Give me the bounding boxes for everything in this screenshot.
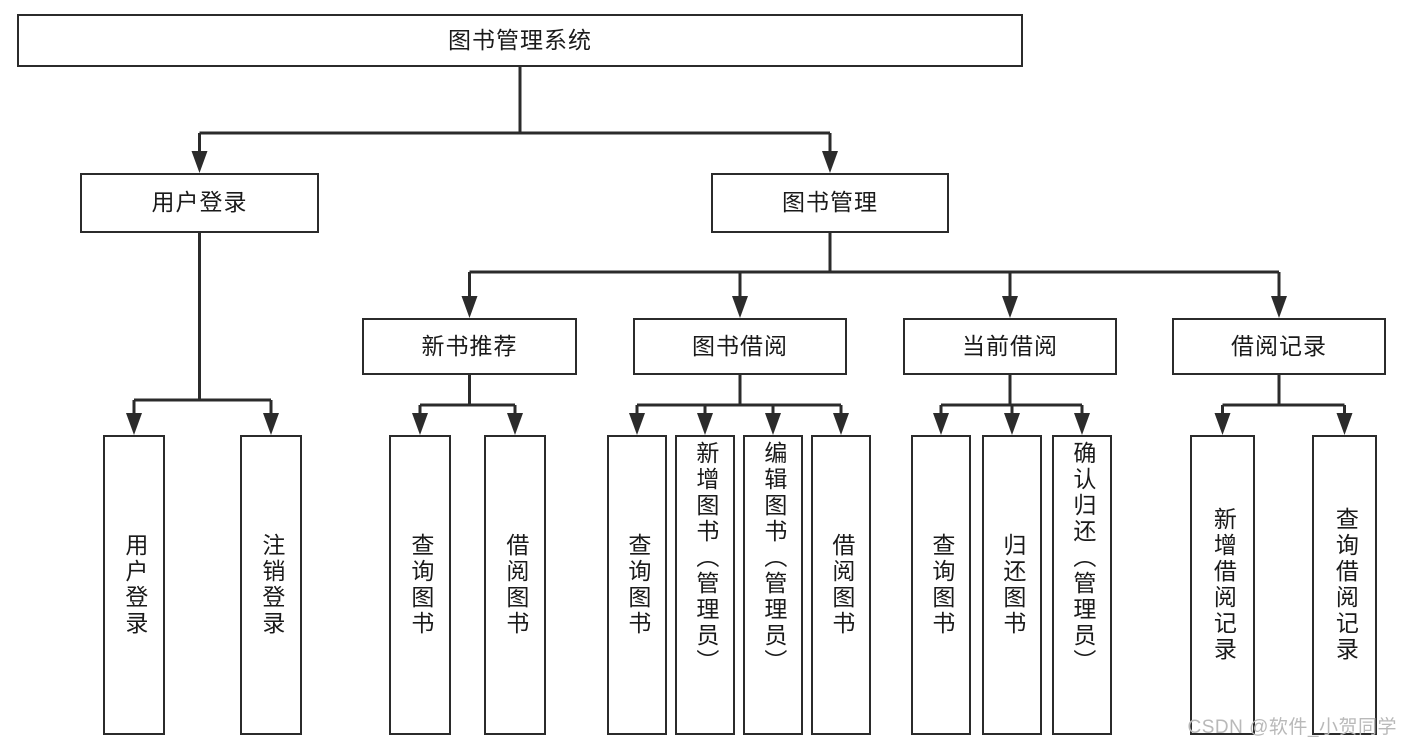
- leaf-logout-label: 注销登录: [258, 533, 285, 637]
- leaf-query-borrow-record-label: 查询借阅记录: [1332, 507, 1359, 663]
- node-borrow-record-label: 借阅记录: [1231, 332, 1327, 359]
- node-current-borrow[interactable]: 当前借阅: [903, 318, 1117, 375]
- node-book-manage[interactable]: 图书管理: [711, 173, 949, 233]
- leaf-add-book-admin[interactable]: 新增图书（管理员）: [675, 435, 735, 735]
- leaf-add-borrow-record-label: 新增借阅记录: [1210, 507, 1237, 663]
- leaf-query-book-borrow-label: 查询图书: [624, 533, 651, 637]
- leaf-query-book-current[interactable]: 查询图书: [911, 435, 971, 735]
- leaf-confirm-return-admin[interactable]: 确认归还（管理员）: [1052, 435, 1112, 735]
- leaf-edit-book-admin-label: 编辑图书（管理员）: [760, 441, 787, 675]
- node-user-login[interactable]: 用户登录: [80, 173, 319, 233]
- leaf-borrow-book-recommend-label: 借阅图书: [502, 533, 529, 637]
- node-root[interactable]: 图书管理系统: [17, 14, 1023, 67]
- node-user-login-label: 用户登录: [151, 189, 248, 216]
- leaf-add-book-admin-label: 新增图书（管理员）: [692, 441, 719, 675]
- leaf-query-book-current-label: 查询图书: [928, 533, 955, 637]
- leaf-borrow-book-borrow-label: 借阅图书: [828, 533, 855, 637]
- node-new-book-recommend-label: 新书推荐: [421, 332, 518, 359]
- node-current-borrow-label: 当前借阅: [962, 332, 1058, 359]
- node-borrow-record[interactable]: 借阅记录: [1172, 318, 1386, 375]
- node-book-manage-label: 图书管理: [782, 189, 878, 216]
- leaf-return-book-label: 归还图书: [999, 533, 1026, 637]
- leaf-query-book-recommend[interactable]: 查询图书: [389, 435, 451, 735]
- node-root-label: 图书管理系统: [448, 26, 592, 53]
- leaf-query-borrow-record[interactable]: 查询借阅记录: [1312, 435, 1377, 735]
- leaf-query-book-recommend-label: 查询图书: [407, 533, 434, 637]
- leaf-query-book-borrow[interactable]: 查询图书: [607, 435, 667, 735]
- leaf-confirm-return-admin-label: 确认归还（管理员）: [1069, 441, 1096, 675]
- leaf-edit-book-admin[interactable]: 编辑图书（管理员）: [743, 435, 803, 735]
- node-book-borrow-label: 图书借阅: [692, 332, 788, 359]
- leaf-user-login[interactable]: 用户登录: [103, 435, 165, 735]
- leaf-borrow-book-borrow[interactable]: 借阅图书: [811, 435, 871, 735]
- leaf-add-borrow-record[interactable]: 新增借阅记录: [1190, 435, 1255, 735]
- leaf-user-login-label: 用户登录: [121, 533, 148, 637]
- leaf-borrow-book-recommend[interactable]: 借阅图书: [484, 435, 546, 735]
- leaf-return-book[interactable]: 归还图书: [982, 435, 1042, 735]
- node-book-borrow[interactable]: 图书借阅: [633, 318, 847, 375]
- node-new-book-recommend[interactable]: 新书推荐: [362, 318, 577, 375]
- leaf-logout[interactable]: 注销登录: [240, 435, 302, 735]
